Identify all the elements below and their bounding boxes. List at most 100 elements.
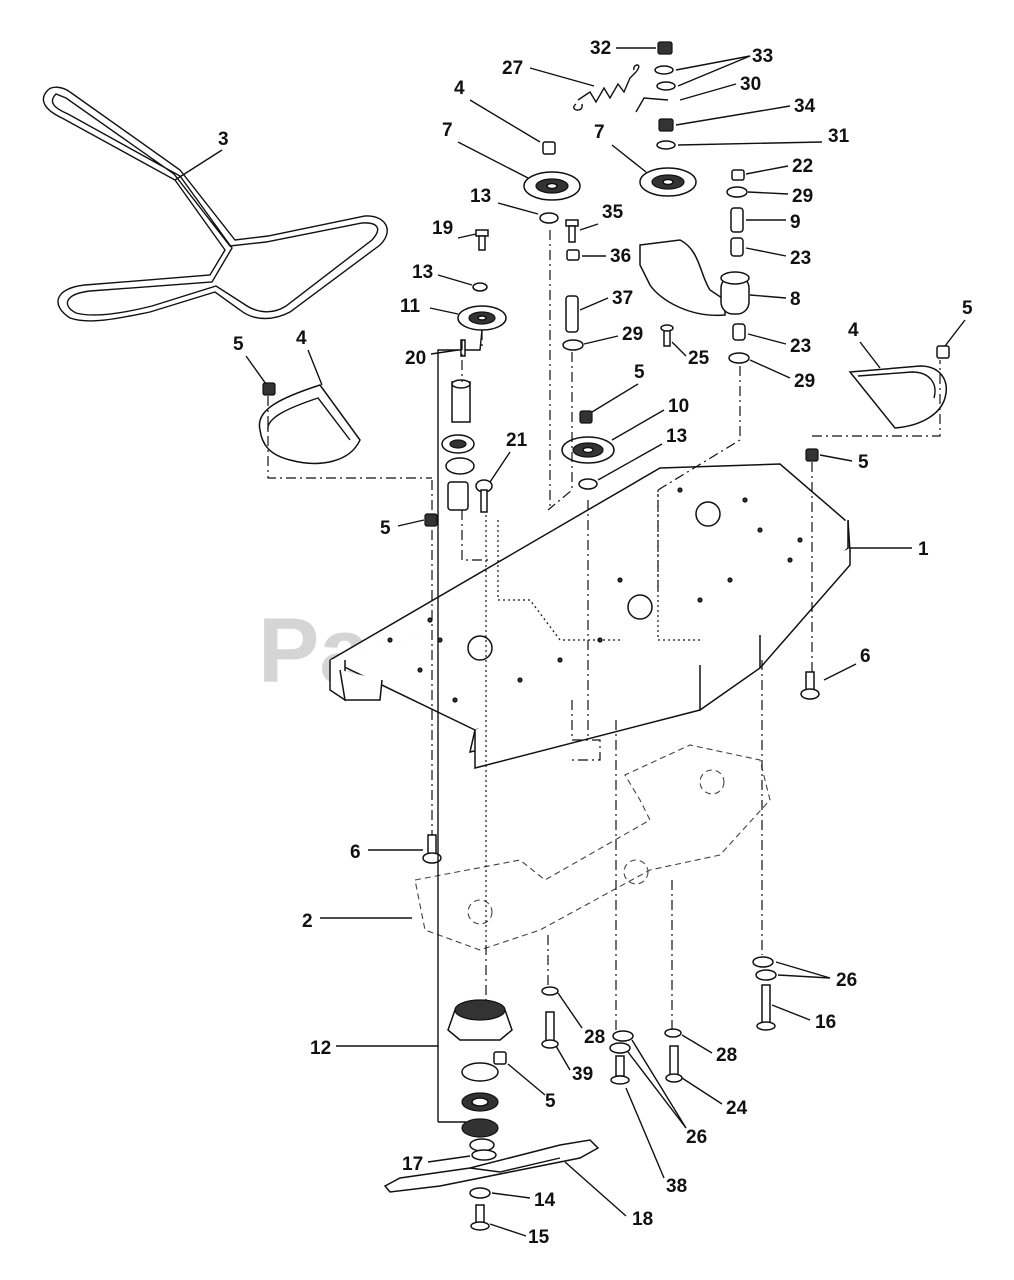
nut-5-deck-left[interactable]: [424, 513, 438, 527]
nut-22[interactable]: [731, 169, 745, 181]
callout-24: 24: [726, 1098, 748, 1119]
callout-29-mid: 29: [622, 324, 643, 345]
callout-28-left: 28: [584, 1027, 605, 1048]
spacer-23-top[interactable]: [730, 237, 744, 257]
callout-16: 16: [815, 1012, 836, 1033]
left-belt-cover[interactable]: [258, 384, 361, 465]
bolt-25[interactable]: [660, 324, 674, 347]
washer-13-mid[interactable]: [472, 282, 488, 292]
callout-5-spindle: 5: [545, 1091, 556, 1112]
washers-33[interactable]: [654, 65, 676, 91]
mower-deck-housing[interactable]: [329, 463, 851, 769]
nut-5-idler[interactable]: [579, 410, 593, 424]
washer-29-bottom[interactable]: [728, 352, 750, 364]
nut-32[interactable]: [657, 41, 673, 55]
bolt-21[interactable]: [475, 479, 493, 513]
washer-14[interactable]: [469, 1187, 491, 1199]
nut-36[interactable]: [566, 249, 580, 261]
spacer-37[interactable]: [565, 295, 579, 333]
washer-13-right[interactable]: [578, 478, 598, 490]
spacer-9[interactable]: [730, 207, 744, 233]
callout-21: 21: [506, 430, 528, 451]
callout-23-top: 23: [790, 248, 811, 269]
callout-1: 1: [918, 539, 929, 560]
callout-30: 30: [740, 74, 761, 95]
blade-bolt-15[interactable]: [470, 1204, 490, 1231]
callout-2: 2: [302, 911, 313, 932]
callout-6-left: 6: [350, 842, 361, 863]
callout-4-right: 4: [848, 320, 859, 341]
callout-13-mid: 13: [412, 262, 433, 283]
callout-4-left: 4: [296, 328, 307, 349]
washer-29-top[interactable]: [726, 186, 748, 198]
nut-5-deck-right[interactable]: [805, 448, 819, 462]
right-belt-cover[interactable]: [848, 365, 947, 429]
idler-arm[interactable]: [639, 239, 750, 317]
bolt-39[interactable]: [541, 1011, 559, 1049]
callout-5-idler: 5: [634, 362, 645, 383]
pulley-7-right[interactable]: [639, 167, 697, 197]
bolt-24[interactable]: [665, 1045, 683, 1083]
callout-5-left: 5: [233, 334, 244, 355]
callout-12: 12: [310, 1038, 331, 1059]
callout-5-deck-left: 5: [380, 518, 391, 539]
nut-5-left-cover[interactable]: [262, 382, 276, 396]
assembly-center-lines: [267, 230, 941, 1030]
callout-33: 33: [752, 46, 773, 67]
callout-5-deck-right: 5: [858, 452, 869, 473]
callout-18: 18: [632, 1209, 653, 1230]
callout-25: 25: [688, 348, 710, 369]
washer-31[interactable]: [656, 140, 676, 150]
washer-28-left[interactable]: [541, 986, 559, 996]
washer-13-left[interactable]: [539, 212, 559, 224]
pulley-10[interactable]: [561, 436, 615, 464]
callout-35: 35: [602, 202, 624, 223]
tension-spring-27[interactable]: [573, 64, 640, 111]
callout-8: 8: [790, 289, 801, 310]
rod-30[interactable]: [635, 97, 669, 113]
bolt-38[interactable]: [610, 1055, 630, 1085]
pulley-7-left[interactable]: [523, 171, 581, 201]
washers-26-center[interactable]: [609, 1030, 634, 1054]
nut-34[interactable]: [658, 118, 674, 132]
bolt-6-right[interactable]: [800, 671, 820, 700]
nut-4-top[interactable]: [542, 141, 556, 155]
callout-7-right: 7: [594, 122, 605, 143]
bolt-16[interactable]: [756, 984, 776, 1031]
nut-5-right-cover[interactable]: [936, 345, 950, 359]
callout-37: 37: [612, 288, 633, 309]
deck-baffle[interactable]: [414, 744, 771, 951]
key-20[interactable]: [460, 339, 466, 357]
callout-29-top: 29: [792, 186, 813, 207]
callout-14: 14: [534, 1190, 556, 1211]
callout-34: 34: [794, 96, 816, 117]
callout-4-top: 4: [454, 78, 465, 99]
washer-17[interactable]: [471, 1149, 497, 1161]
callout-5-right: 5: [962, 298, 973, 319]
callout-13-right: 13: [666, 426, 687, 447]
callout-15: 15: [528, 1227, 550, 1248]
callout-39: 39: [572, 1064, 593, 1085]
callout-36: 36: [610, 246, 631, 267]
bolt-35[interactable]: [565, 219, 579, 243]
pulley-11[interactable]: [457, 305, 507, 331]
mower-blade-18[interactable]: [383, 1139, 600, 1193]
callout-7-left: 7: [442, 120, 453, 141]
nut-5-spindle[interactable]: [493, 1051, 507, 1065]
callout-13-left: 13: [470, 186, 491, 207]
callout-23-bottom: 23: [790, 336, 811, 357]
bolt-19[interactable]: [475, 229, 489, 251]
washers-26-right[interactable]: [752, 956, 777, 981]
callout-10: 10: [668, 396, 689, 417]
callout-22: 22: [792, 156, 813, 177]
drive-belt[interactable]: [42, 86, 388, 322]
callout-20: 20: [405, 348, 426, 369]
washer-29-mid[interactable]: [562, 339, 584, 351]
washer-28-right[interactable]: [664, 1028, 682, 1038]
spacer-23-bottom[interactable]: [732, 323, 746, 341]
callout-3: 3: [218, 129, 229, 150]
callout-17: 17: [402, 1154, 423, 1175]
bolt-6-left[interactable]: [422, 834, 442, 864]
callout-9: 9: [790, 212, 801, 233]
